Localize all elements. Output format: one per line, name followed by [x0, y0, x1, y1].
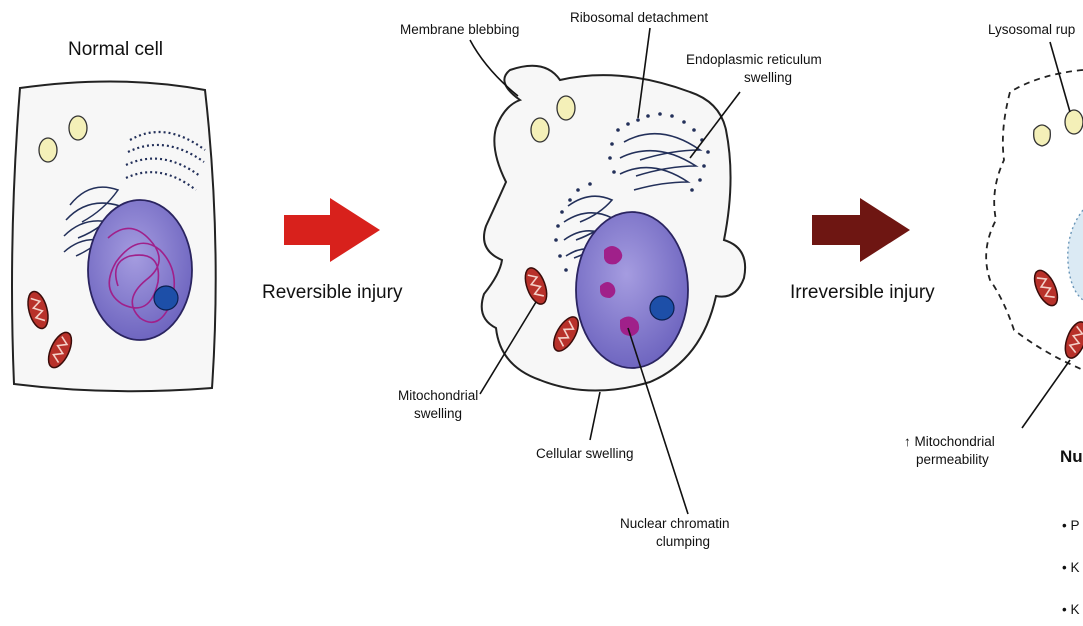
- normal-nucleolus: [154, 286, 178, 310]
- irreversible-injury-label: Irreversible injury: [790, 282, 935, 303]
- lysosomal-rupture-label: Lysosomal rup: [988, 22, 1075, 37]
- lysosomal-rupture-leader: [1050, 42, 1070, 112]
- mito-permeability-label-line2: permeability: [916, 452, 989, 467]
- cellular-swelling-label: Cellular swelling: [536, 446, 634, 461]
- nuclear-change-bullet-1: • P: [1062, 518, 1079, 533]
- necrotic-cell-annotations: Lysosomal rup ↑ Mitochondrial permeabili…: [904, 22, 1083, 617]
- ribosomal-detachment-label: Ribosomal detachment: [570, 10, 708, 25]
- nuclear-change-bullet-3: • K: [1062, 602, 1079, 617]
- chromatin-clumping-label-line2: clumping: [656, 534, 710, 549]
- nuclear-changes-heading: Nu: [1060, 447, 1083, 466]
- necrotic-er-fragment: [1068, 210, 1083, 300]
- er-swelling-label-line2: swelling: [744, 70, 792, 85]
- swollen-vesicle-2: [557, 96, 575, 120]
- irreversible-arrow: Irreversible injury: [790, 198, 935, 303]
- swollen-nucleus: [576, 212, 688, 368]
- mito-permeability-label-line1: ↑ Mitochondrial: [904, 434, 995, 449]
- mito-permeability-leader: [1022, 360, 1070, 428]
- normal-vesicle-2: [69, 116, 87, 140]
- reversible-arrow: Reversible injury: [262, 198, 403, 303]
- reversible-arrow-shape: [284, 198, 380, 262]
- necrotic-mitochondrion-1: [1030, 267, 1062, 309]
- irreversible-arrow-shape: [812, 198, 910, 262]
- membrane-blebbing-label: Membrane blebbing: [400, 22, 519, 37]
- er-swelling-label-line1: Endoplasmic reticulum: [686, 52, 822, 67]
- necrotic-vesicle-1: [1065, 110, 1083, 134]
- normal-vesicle-1: [39, 138, 57, 162]
- necrotic-cell: [986, 70, 1083, 370]
- normal-nucleus: [88, 200, 192, 340]
- necrotic-mitochondrion-2: [1061, 319, 1083, 361]
- chromatin-clumping-label-line1: Nuclear chromatin: [620, 516, 730, 531]
- swollen-vesicle-1: [531, 118, 549, 142]
- normal-cell-label: Normal cell: [68, 39, 163, 60]
- reversible-injury-label: Reversible injury: [262, 282, 403, 303]
- mito-swelling-label-line2: swelling: [414, 406, 462, 421]
- swollen-cell: [482, 66, 745, 391]
- cellular-swelling-leader: [590, 392, 600, 440]
- normal-cell: Normal cell: [12, 39, 216, 391]
- swollen-nucleolus: [650, 296, 674, 320]
- mito-swelling-label-line1: Mitochondrial: [398, 388, 478, 403]
- necrotic-vesicle-2: [1034, 125, 1051, 146]
- nuclear-change-bullet-2: • K: [1062, 560, 1079, 575]
